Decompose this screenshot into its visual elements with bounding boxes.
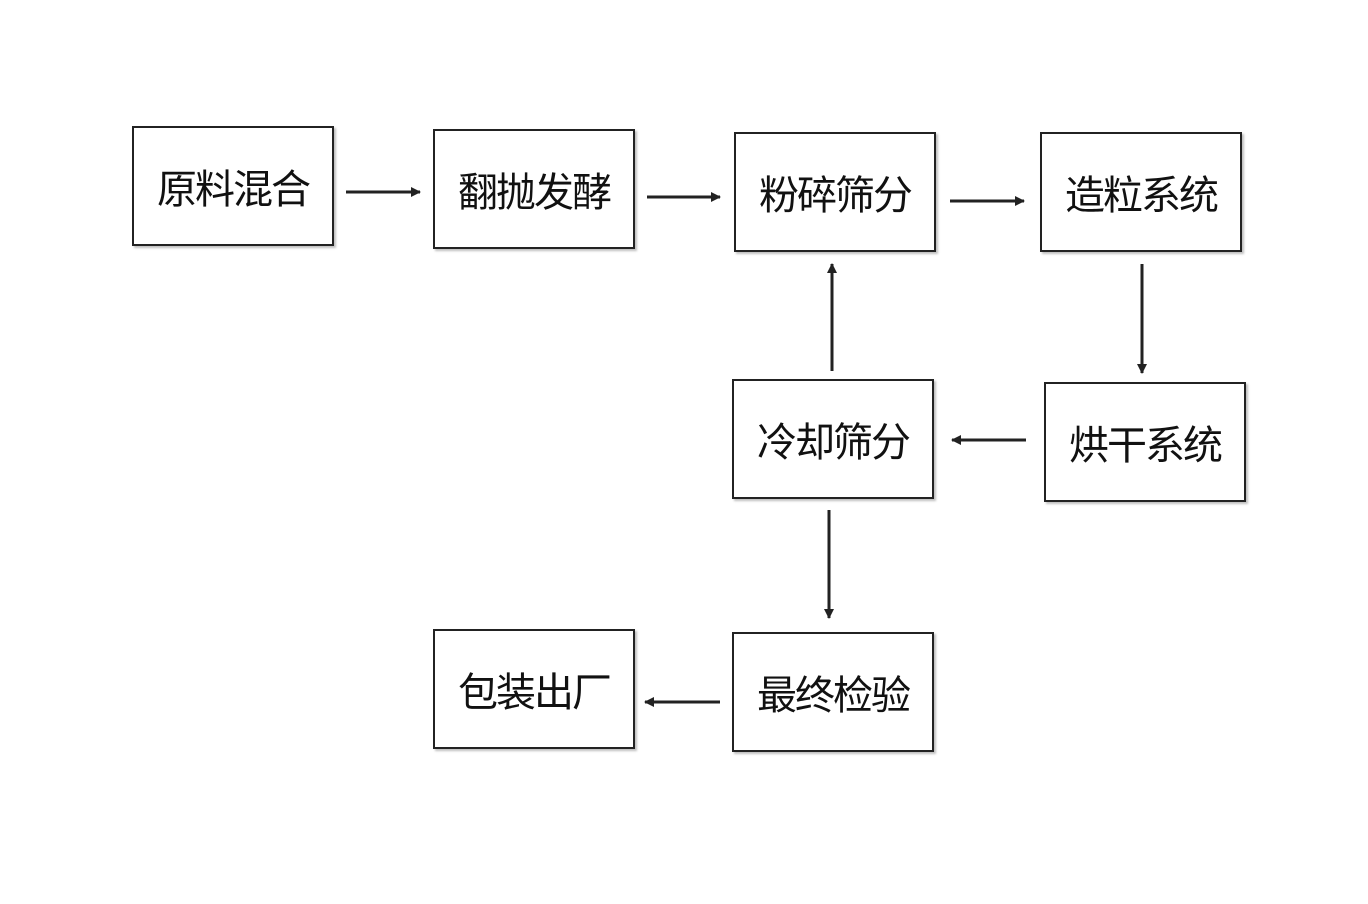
step-final-inspection: 最终检验 xyxy=(732,632,934,752)
step-label: 粉碎筛分 xyxy=(759,173,913,219)
step-drying-system: 烘干系统 xyxy=(1044,382,1246,502)
step-cooling-screening: 冷却筛分 xyxy=(732,379,934,499)
step-label: 最终检验 xyxy=(757,673,911,719)
step-label: 包装出厂 xyxy=(458,670,612,716)
step-label: 冷却筛分 xyxy=(757,420,911,466)
step-granulation-system: 造粒系统 xyxy=(1040,132,1242,252)
step-raw-material-mixing: 原料混合 xyxy=(132,126,334,246)
step-label: 原料混合 xyxy=(157,167,311,213)
step-packaging-shipping: 包装出厂 xyxy=(433,629,635,749)
step-turning-fermentation: 翻抛发酵 xyxy=(433,129,635,249)
step-label: 造粒系统 xyxy=(1065,173,1219,219)
step-label: 烘干系统 xyxy=(1069,423,1223,469)
step-label: 翻抛发酵 xyxy=(458,170,612,216)
step-crushing-screening: 粉碎筛分 xyxy=(734,132,936,252)
